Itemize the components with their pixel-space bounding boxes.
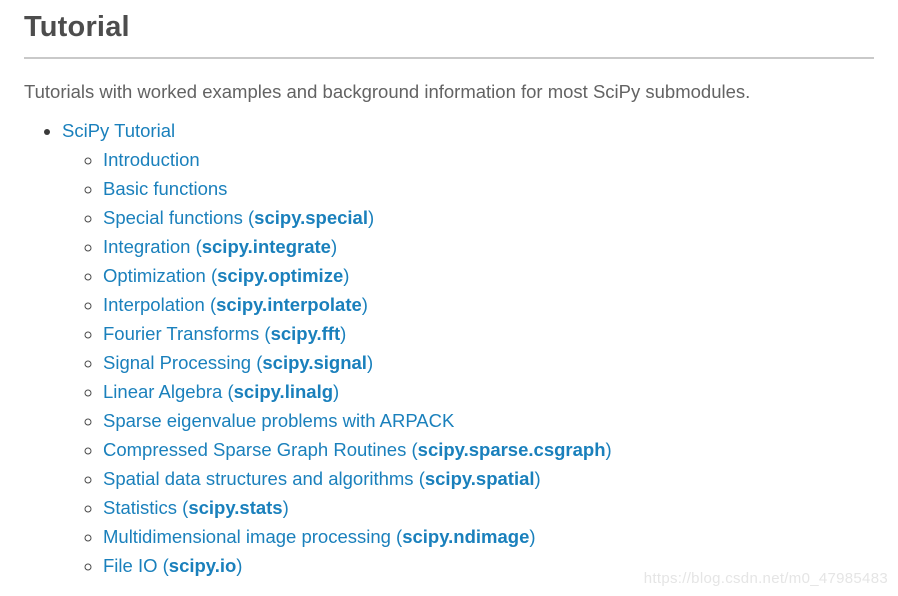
toc-link-text: Interpolation ( xyxy=(103,294,217,315)
toc-link-text: Optimization ( xyxy=(103,265,218,286)
toc-link-text: Signal Processing ( xyxy=(103,352,263,373)
toc-link-text: Introduction xyxy=(103,149,200,170)
toc-item: Integration (scipy.integrate) xyxy=(103,232,874,261)
toc-item: Signal Processing (scipy.signal) xyxy=(103,348,874,377)
toc-item: Optimization (scipy.optimize) xyxy=(103,261,874,290)
toc-link-close: ) xyxy=(366,352,374,373)
toc-link-module: scipy.spatial xyxy=(424,468,535,489)
toc-link-text: Statistics ( xyxy=(103,497,189,518)
toc-link-module: scipy.io xyxy=(168,555,237,576)
toc-link-close: ) xyxy=(282,497,289,518)
toc-link-module: scipy.special xyxy=(254,207,368,228)
toc-link-close: ) xyxy=(236,555,243,576)
toc-item: Compressed Sparse Graph Routines (scipy.… xyxy=(103,435,874,464)
toc-root-item: SciPy Tutorial Introduction Basic functi… xyxy=(62,116,874,580)
toc-link-module: scipy.linalg xyxy=(233,381,334,402)
toc-link-close: ) xyxy=(330,236,338,257)
toc-item: Basic functions xyxy=(103,174,874,203)
toc-link-fourier-transforms[interactable]: Fourier Transforms (scipy.fft) xyxy=(103,323,346,344)
toc-item: Spatial data structures and algorithms (… xyxy=(103,464,874,493)
toc-link-close: ) xyxy=(361,294,368,315)
toc-link-text: Sparse eigenvalue problems with ARPACK xyxy=(103,410,455,431)
toc-link-optimization[interactable]: Optimization (scipy.optimize) xyxy=(103,265,349,286)
toc-link-close: ) xyxy=(605,439,612,460)
toc-item: Introduction xyxy=(103,145,874,174)
toc-link-text: Compressed Sparse Graph Routines ( xyxy=(103,439,418,460)
toc-link-close: ) xyxy=(343,265,350,286)
toc-link-text: Spatial data structures and algorithms ( xyxy=(103,468,425,489)
toc-link-module: scipy.signal xyxy=(262,352,367,373)
toc-item: Linear Algebra (scipy.linalg) xyxy=(103,377,874,406)
toc-link-text: Fourier Transforms ( xyxy=(103,323,271,344)
toc-item: Sparse eigenvalue problems with ARPACK xyxy=(103,406,874,435)
toc-link-basic-functions[interactable]: Basic functions xyxy=(103,178,227,199)
toc-link-close: ) xyxy=(340,323,347,344)
heading-divider xyxy=(24,57,874,59)
toc-link-text: Multidimensional image processing ( xyxy=(103,526,403,547)
toc-link-sparse-arpack[interactable]: Sparse eigenvalue problems with ARPACK xyxy=(103,410,454,431)
toc-item: Statistics (scipy.stats) xyxy=(103,493,874,522)
toc-link-module: scipy.ndimage xyxy=(402,526,530,547)
toc-link-close: ) xyxy=(367,207,375,228)
toc-link-text: File IO ( xyxy=(103,555,169,576)
toc-sublist: Introduction Basic functions Special fun… xyxy=(62,145,874,580)
toc-link-module: scipy.sparse.csgraph xyxy=(417,439,606,460)
toc-item: Special functions (scipy.special) xyxy=(103,203,874,232)
toc-link-close: ) xyxy=(534,468,541,489)
toc-link-statistics[interactable]: Statistics (scipy.stats) xyxy=(103,497,289,518)
toc-item: File IO (scipy.io) xyxy=(103,551,874,580)
toc-link-text: Linear Algebra ( xyxy=(103,381,234,402)
toc-item: Multidimensional image processing (scipy… xyxy=(103,522,874,551)
toc-link-module: scipy.optimize xyxy=(217,265,344,286)
toc-link-linear-algebra[interactable]: Linear Algebra (scipy.linalg) xyxy=(103,381,339,402)
toc-link-integration[interactable]: Integration (scipy.integrate) xyxy=(103,236,337,257)
intro-paragraph: Tutorials with worked examples and backg… xyxy=(24,81,751,102)
toc-link-interpolation[interactable]: Interpolation (scipy.interpolate) xyxy=(103,294,368,315)
toc-link-module: scipy.fft xyxy=(270,323,341,344)
toc-link-module: scipy.integrate xyxy=(201,236,331,257)
toc-link-module: scipy.interpolate xyxy=(216,294,362,315)
toc-link-introduction[interactable]: Introduction xyxy=(103,149,200,170)
toc-link-close: ) xyxy=(529,526,536,547)
main-content: Tutorial Tutorials with worked examples … xyxy=(0,0,898,580)
toc-link-text: Special functions ( xyxy=(103,207,255,228)
toc-link-module: scipy.stats xyxy=(188,497,283,518)
toc-list: SciPy Tutorial Introduction Basic functi… xyxy=(24,116,874,580)
toc-link-signal-processing[interactable]: Signal Processing (scipy.signal) xyxy=(103,352,373,373)
toc-root-link-text: SciPy Tutorial xyxy=(62,120,176,141)
toc-link-ndimage[interactable]: Multidimensional image processing (scipy… xyxy=(103,526,536,547)
page-title: Tutorial xyxy=(24,11,130,43)
toc-link-text: Integration ( xyxy=(103,236,202,257)
toc-link-spatial[interactable]: Spatial data structures and algorithms (… xyxy=(103,468,541,489)
watermark: https://blog.csdn.net/m0_47985483 xyxy=(643,570,888,587)
toc-root-link[interactable]: SciPy Tutorial xyxy=(62,120,175,141)
toc-link-close: ) xyxy=(333,381,340,402)
toc-item: Interpolation (scipy.interpolate) xyxy=(103,290,874,319)
toc-link-special-functions[interactable]: Special functions (scipy.special) xyxy=(103,207,374,228)
toc-link-text: Basic functions xyxy=(103,178,228,199)
toc-link-file-io[interactable]: File IO (scipy.io) xyxy=(103,555,242,576)
toc-link-csgraph[interactable]: Compressed Sparse Graph Routines (scipy.… xyxy=(103,439,612,460)
toc-item: Fourier Transforms (scipy.fft) xyxy=(103,319,874,348)
